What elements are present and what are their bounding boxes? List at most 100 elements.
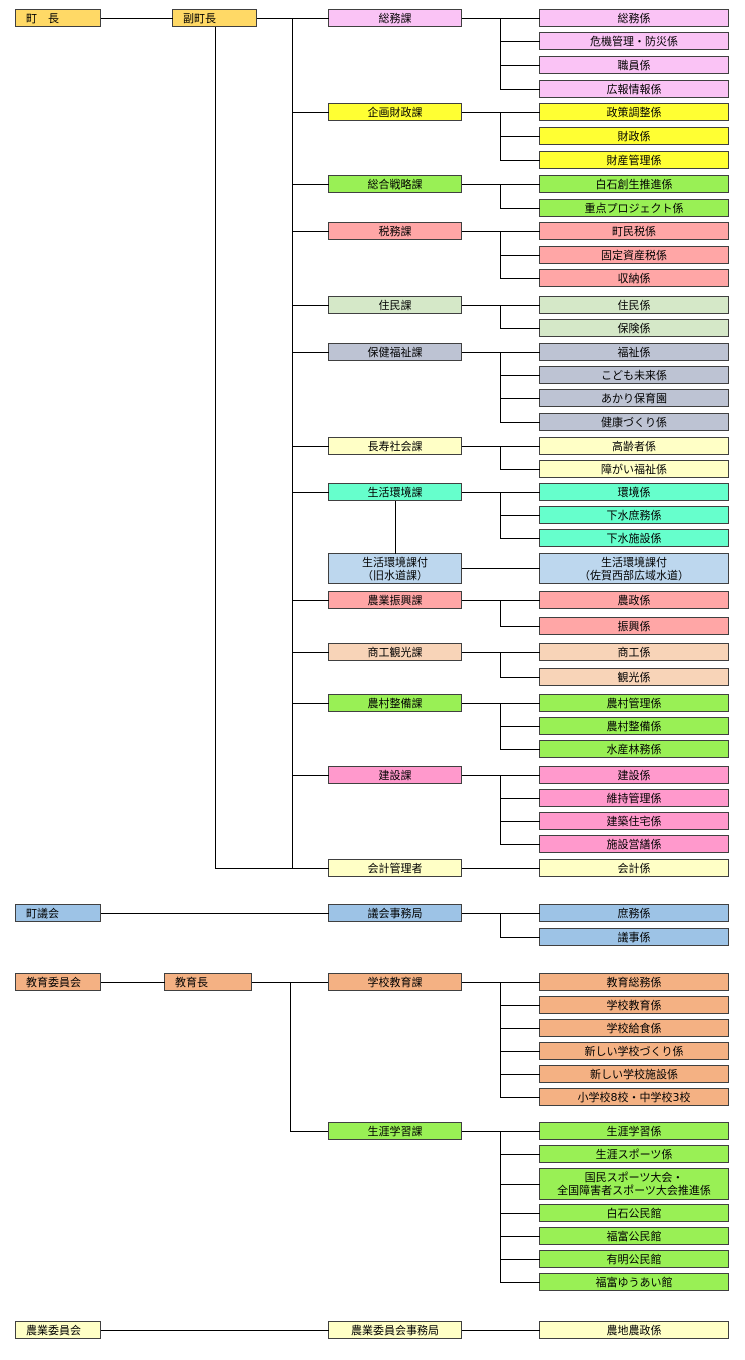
main-spine-line: [292, 18, 293, 869]
section-box: 福富ゆうあい館: [539, 1273, 729, 1291]
section-box: 政策調整係: [539, 103, 729, 121]
section-box: 国民スポーツ大会・ 全国障害者スポーツ大会推進係: [539, 1168, 729, 1200]
education-branch-line: [290, 1131, 329, 1132]
dept-section-line: [462, 1131, 501, 1132]
division-box: 生涯学習課: [328, 1122, 462, 1140]
section-branch-line: [500, 1282, 540, 1283]
section-box: 生涯学習係: [539, 1122, 729, 1140]
section-branch-line: [500, 1051, 540, 1052]
dept-section-line: [462, 184, 501, 185]
section-box: 高齢者係: [539, 437, 729, 455]
dept-section-line: [462, 652, 501, 653]
section-box: 住民係: [539, 296, 729, 314]
section-box: 環境係: [539, 483, 729, 501]
section-branch-line: [500, 798, 540, 799]
section-box: 危機管理・防災係: [539, 32, 729, 50]
council-line: [101, 913, 329, 914]
section-box: 会計係: [539, 859, 729, 877]
section-box: 白石創生推進係: [539, 175, 729, 193]
section-branch-line: [500, 422, 540, 423]
section-box: 建設係: [539, 766, 729, 784]
dept-section-line: [462, 446, 501, 447]
section-branch-line: [500, 600, 540, 601]
spine-branch-line: [292, 868, 329, 869]
section-bracket-line: [500, 1131, 501, 1283]
section-box: 小学校8校・中学校3校: [539, 1088, 729, 1106]
spine-branch-line: [292, 600, 329, 601]
section-box: 下水施設係: [539, 529, 729, 547]
department-box: 保健福祉課: [328, 343, 462, 361]
section-branch-line: [500, 136, 540, 137]
department-box: 総合戦略課: [328, 175, 462, 193]
section-branch-line: [500, 18, 540, 19]
section-bracket-line: [500, 184, 501, 209]
dept-section-line: [462, 352, 501, 353]
department-box: 総務課: [328, 9, 462, 27]
section-branch-line: [500, 375, 540, 376]
section-box: 職員係: [539, 56, 729, 74]
section-box: 広報情報係: [539, 80, 729, 98]
section-box: 白石公民館: [539, 1204, 729, 1222]
env-sub-line: [395, 501, 396, 554]
section-box: 福富公民館: [539, 1227, 729, 1245]
section-box: 財政係: [539, 127, 729, 145]
agriculture-office-box: 農業委員会事務局: [328, 1321, 462, 1339]
section-branch-line: [500, 821, 540, 822]
section-branch-line: [500, 538, 540, 539]
section-box: あかり保育園: [539, 389, 729, 407]
section-box: 建築住宅係: [539, 812, 729, 830]
mayor-box: 町 長: [15, 9, 101, 27]
section-box: 生涯スポーツ係: [539, 1145, 729, 1163]
section-branch-line: [500, 1154, 540, 1155]
section-box: 施設営繕係: [539, 835, 729, 853]
section-branch-line: [500, 749, 540, 750]
section-box: 農村管理係: [539, 694, 729, 712]
spine-branch-line: [292, 18, 329, 19]
section-box: 収納係: [539, 269, 729, 287]
dept-section-line: [462, 775, 501, 776]
dept-section-line: [462, 868, 540, 869]
dept-section-line: [462, 600, 501, 601]
education-spine-line: [290, 982, 291, 1132]
section-bracket-line: [500, 913, 501, 938]
section-branch-line: [500, 652, 540, 653]
section-branch-line: [500, 398, 540, 399]
section-branch-line: [500, 352, 540, 353]
section-box: 有明公民館: [539, 1250, 729, 1268]
section-box: 福祉係: [539, 343, 729, 361]
dept-section-line: [462, 568, 540, 569]
superintendent-box: 教育長: [164, 973, 252, 991]
section-box: 農地農政係: [539, 1321, 729, 1339]
section-bracket-line: [500, 352, 501, 423]
dept-section-line: [462, 18, 501, 19]
section-box: 新しい学校施設係: [539, 1065, 729, 1083]
section-branch-line: [500, 1236, 540, 1237]
section-bracket-line: [500, 982, 501, 1098]
section-branch-line: [500, 1005, 540, 1006]
department-box: 長寿社会課: [328, 437, 462, 455]
dept-section-line: [462, 231, 501, 232]
department-box: 農村整備課: [328, 694, 462, 712]
section-box: 総務係: [539, 9, 729, 27]
section-branch-line: [500, 982, 540, 983]
section-branch-line: [500, 626, 540, 627]
spine-branch-line: [292, 775, 329, 776]
dept-section-line: [462, 112, 501, 113]
section-box: 財産管理係: [539, 151, 729, 169]
section-branch-line: [500, 446, 540, 447]
section-box: 学校教育係: [539, 996, 729, 1014]
education-line: [101, 982, 165, 983]
section-branch-line: [500, 231, 540, 232]
section-branch-line: [500, 1074, 540, 1075]
section-branch-line: [500, 677, 540, 678]
section-branch-line: [500, 89, 540, 90]
department-box: 企画財政課: [328, 103, 462, 121]
section-branch-line: [500, 160, 540, 161]
section-branch-line: [500, 328, 540, 329]
section-box: 農村整備係: [539, 717, 729, 735]
section-box: 固定資産税係: [539, 246, 729, 264]
department-box: 住民課: [328, 296, 462, 314]
section-branch-line: [500, 703, 540, 704]
section-branch-line: [500, 278, 540, 279]
